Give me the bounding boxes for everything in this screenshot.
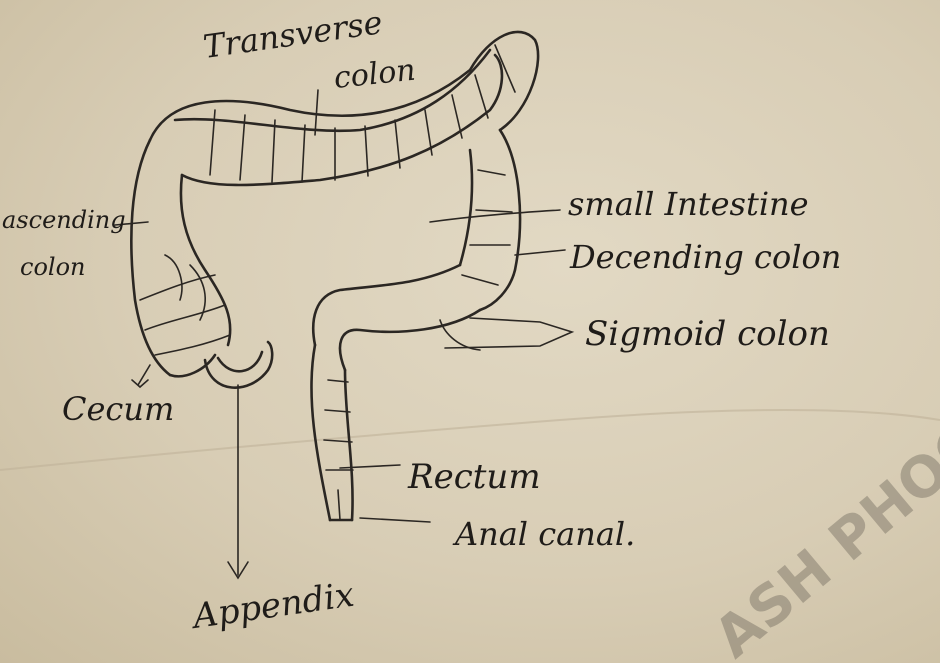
label-small-intestine: small Intestine — [568, 185, 809, 223]
label-ascending-colon: colon — [20, 253, 85, 281]
label-cecum: Cecum — [62, 390, 174, 428]
label-anal-canal: Anal canal. — [452, 515, 635, 553]
sigmoid-colon — [313, 265, 480, 370]
label-appendix: Appendix — [188, 575, 357, 638]
label-transverse-colon: colon — [332, 53, 417, 96]
label-rectum: Rectum — [407, 457, 541, 497]
ascending-colon — [131, 140, 230, 375]
descending-colon — [460, 130, 520, 310]
label-transverse: Transverse — [201, 3, 385, 66]
label-ascending: ascending — [2, 206, 126, 234]
label-descending-colon: Decending colon — [569, 238, 841, 276]
label-sigmoid-colon: Sigmoid colon — [585, 314, 830, 354]
rectum — [311, 345, 353, 520]
watermark: ASH PHOG — [702, 408, 940, 663]
